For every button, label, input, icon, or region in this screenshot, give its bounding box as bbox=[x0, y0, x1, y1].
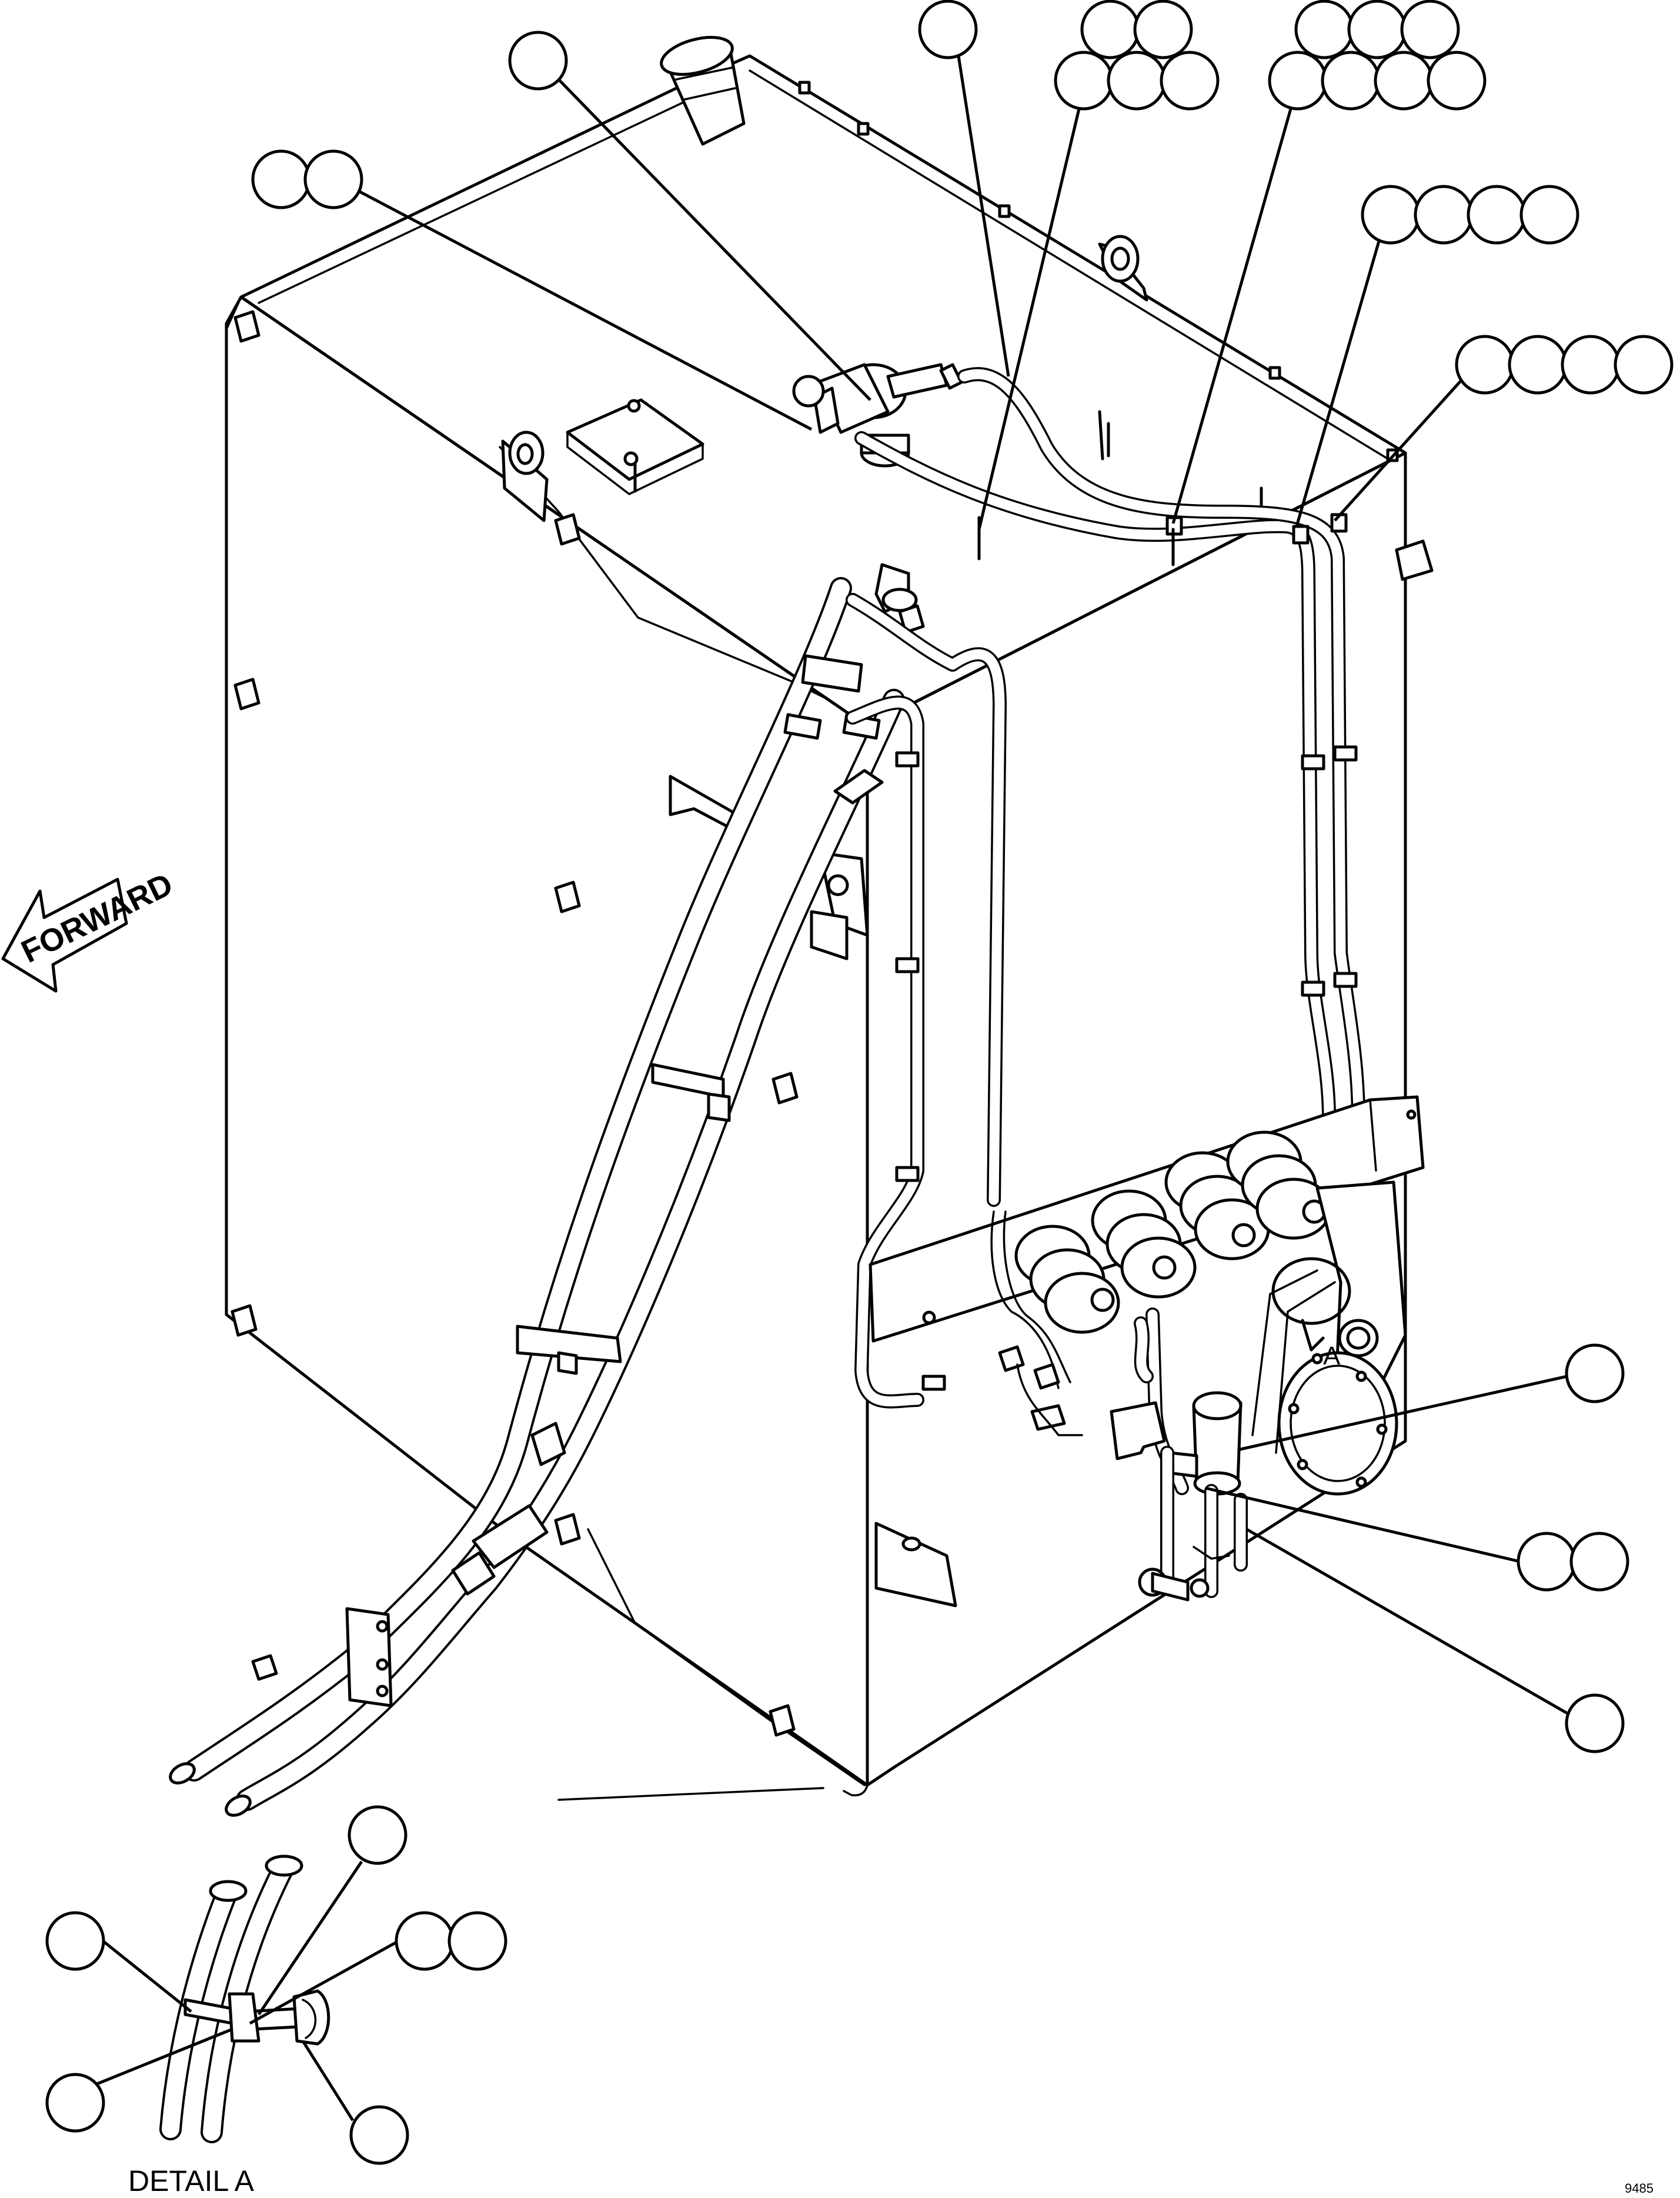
callout-bubble bbox=[1133, 0, 1193, 59]
callout-bubble bbox=[1614, 335, 1674, 395]
callout-bubble bbox=[447, 1911, 507, 1971]
detail-a-view: DETAIL A bbox=[128, 1855, 330, 2197]
callout-group-detail-bottom-right bbox=[349, 2105, 409, 2165]
callout-bubble bbox=[1569, 1532, 1629, 1592]
callout-bubble bbox=[1427, 51, 1487, 111]
forward-arrow: FORWARD bbox=[1, 866, 178, 993]
right-face-tubes bbox=[846, 367, 1365, 1495]
callout-group-detail-left bbox=[45, 1911, 105, 1971]
callout-bubble bbox=[1268, 51, 1328, 111]
callout-group-drain bbox=[1565, 1693, 1625, 1753]
callout-bubble bbox=[508, 31, 568, 91]
callout-bubble bbox=[251, 149, 311, 209]
detail-a-callout-letter: A bbox=[1323, 1342, 1341, 1370]
main-hoses bbox=[169, 563, 918, 1817]
callout-group-fitting bbox=[918, 0, 978, 59]
callout-bubble bbox=[349, 2105, 409, 2165]
breather-cap bbox=[660, 36, 746, 146]
tank-right-face bbox=[866, 451, 1407, 1787]
callout-bubble bbox=[303, 149, 363, 209]
tank-left-face bbox=[225, 295, 869, 1787]
drawing-ref-number: 9485 bbox=[1625, 2181, 1654, 2196]
callout-bubble bbox=[1565, 1343, 1625, 1403]
callout-bubble bbox=[45, 1911, 105, 1971]
callout-group-7 bbox=[1268, 0, 1487, 111]
callout-group-drain-pair bbox=[1517, 1532, 1629, 1592]
callout-bubble bbox=[1107, 51, 1167, 111]
forward-label: FORWARD bbox=[16, 866, 178, 970]
rim-bolts bbox=[798, 81, 1399, 516]
callout-bubble bbox=[348, 1805, 408, 1865]
callout-bubble bbox=[1565, 1693, 1625, 1753]
filter-canisters bbox=[1014, 1130, 1332, 1334]
left-face-brackets bbox=[669, 775, 957, 1607]
lifting-eye-right bbox=[1098, 235, 1148, 302]
callout-bubble bbox=[1321, 51, 1381, 111]
callout-group-4b bbox=[1455, 335, 1674, 395]
callout-bubble bbox=[1080, 0, 1140, 59]
callout-bubble bbox=[1361, 185, 1421, 245]
callout-group-4a bbox=[1361, 185, 1579, 245]
callout-bubble bbox=[45, 2073, 105, 2133]
callout-bubble bbox=[1508, 335, 1568, 395]
callout-bubble bbox=[395, 1911, 455, 1971]
callout-bubble bbox=[1561, 335, 1621, 395]
callout-bubble bbox=[1294, 0, 1354, 59]
filter-manifold: A bbox=[869, 1095, 1425, 1602]
callout-group-detail-bottom-left bbox=[45, 2073, 105, 2133]
callout-group-5a bbox=[1054, 0, 1220, 111]
mounting-pads bbox=[231, 310, 1434, 1737]
callout-group-cap bbox=[508, 31, 568, 91]
callout-leaders bbox=[93, 55, 1586, 2122]
detail-a-title: DETAIL A bbox=[128, 2164, 255, 2197]
lifting-eye-left bbox=[501, 431, 549, 522]
tank-top-tee-fitting bbox=[792, 363, 963, 468]
callout-bubble bbox=[918, 0, 978, 59]
tank-top-fixtures bbox=[501, 36, 1399, 522]
callout-bubble bbox=[1467, 185, 1527, 245]
hose-clamps bbox=[251, 604, 925, 1707]
drain-pipes bbox=[1138, 1446, 1248, 1602]
callout-group-filter bbox=[1565, 1343, 1625, 1403]
callout-group-top-left bbox=[251, 149, 363, 209]
tube-clips bbox=[895, 410, 1358, 1391]
callout-bubble bbox=[1519, 185, 1579, 245]
callout-bubble bbox=[1160, 51, 1220, 111]
callout-group-detail-pair bbox=[395, 1911, 507, 1971]
callout-group-detail-top bbox=[348, 1805, 408, 1865]
callout-bubble bbox=[1054, 51, 1114, 111]
callout-bubble bbox=[1414, 185, 1474, 245]
callout-bubble bbox=[1347, 0, 1407, 59]
callout-bubble bbox=[1455, 335, 1515, 395]
access-plate bbox=[566, 398, 704, 495]
callout-bubble bbox=[1374, 51, 1434, 111]
callout-bubble bbox=[1400, 0, 1460, 59]
detail-a-circle bbox=[1271, 1257, 1351, 1325]
callout-bubble bbox=[1517, 1532, 1577, 1592]
